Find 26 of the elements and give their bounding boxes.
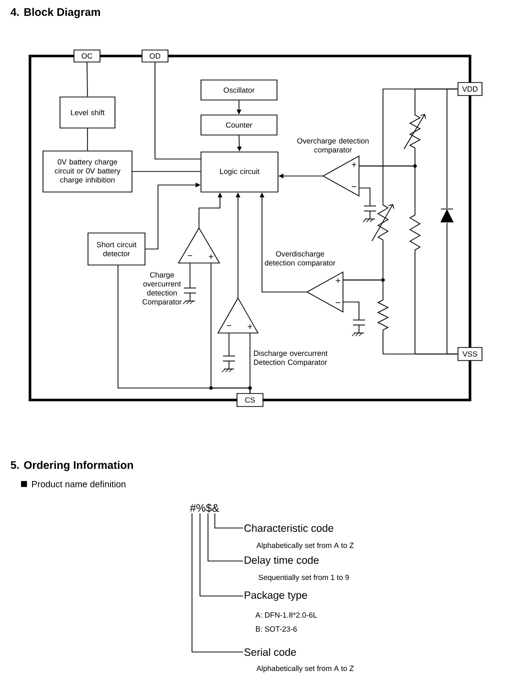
connector-line [118, 265, 250, 394]
field-name: Package type [244, 591, 308, 601]
connector-line [228, 333, 230, 356]
field-name: Delay time code [244, 556, 319, 566]
heading: 4. Block Diagram [10, 8, 100, 18]
capacitor-ground-symbol [222, 356, 236, 372]
connector-line [359, 188, 370, 206]
field-name: Serial code [244, 648, 296, 656]
capacitor-ground-symbol [362, 206, 376, 222]
heading: 5. Ordering Information [10, 460, 133, 472]
capacitor-ground-symbol [352, 320, 366, 336]
leader-line [208, 512, 244, 562]
capacitor-ground-symbol [182, 288, 196, 304]
leader-line [214, 512, 244, 528]
connector-line [446, 88, 458, 208]
connector-line [446, 222, 458, 354]
connector-line [154, 62, 201, 160]
connector-line [86, 62, 88, 97]
connector-line [87, 128, 88, 151]
code-text: #%$& [190, 504, 220, 512]
leader-line [192, 512, 244, 652]
field-name: Characteristic code [244, 524, 334, 532]
connector-line [343, 302, 360, 320]
definition-label: Product name definition [32, 480, 126, 488]
leader-line [200, 512, 244, 596]
connector-line [132, 171, 201, 172]
